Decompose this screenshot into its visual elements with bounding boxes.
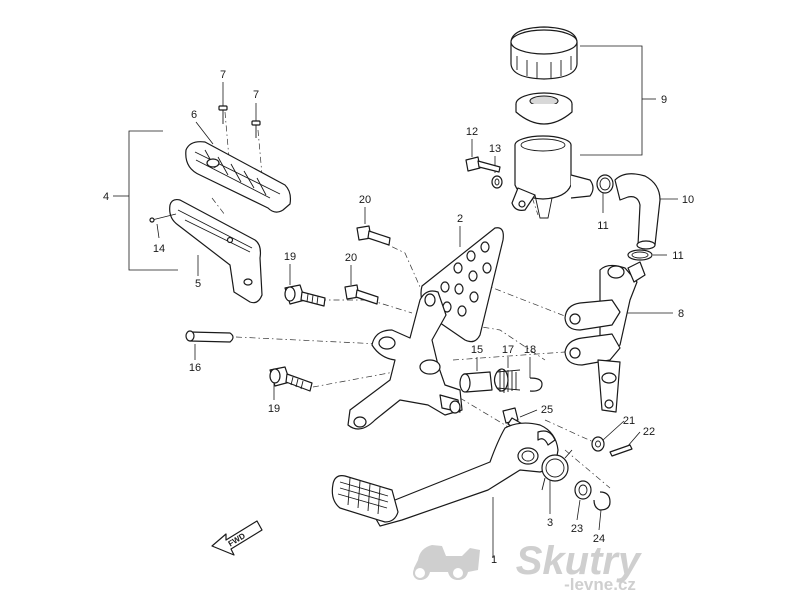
watermark-brand: Skutry: [516, 539, 642, 583]
collar-15: [459, 371, 493, 393]
heel-plate-holes: [440, 241, 492, 317]
hose-clamp-11b: [627, 249, 653, 261]
callout-11a: 11: [597, 220, 608, 232]
callout-21: 21: [623, 415, 635, 427]
callout-11b: 11: [672, 250, 683, 262]
callout-17: 17: [502, 344, 514, 356]
footrest-bracket: [149, 198, 263, 304]
callout-1: 1: [491, 554, 497, 566]
spring-17: [493, 368, 521, 393]
bolt-19a: [284, 284, 326, 307]
footrest-rubber: [185, 141, 292, 213]
callout-13: 13: [489, 143, 501, 155]
watermark-domain: -levne.cz: [564, 575, 636, 594]
callout-14: 14: [153, 243, 165, 255]
washer-23: [574, 480, 592, 500]
circlip-24: [593, 491, 611, 511]
callout-7b: 7: [253, 89, 259, 101]
callout-16: 16: [189, 362, 201, 374]
callout-23: 23: [571, 523, 583, 535]
callout-25: 25: [541, 404, 553, 416]
callout-20a: 20: [359, 194, 371, 206]
reservoir-body: [511, 135, 594, 219]
washer-21: [591, 436, 605, 452]
callout-7a: 7: [220, 69, 226, 81]
brake-pedal: [331, 422, 559, 527]
bolt-19b: [269, 366, 313, 392]
callout-19b: 19: [268, 403, 280, 415]
screw-7a: [218, 105, 228, 124]
screw-7b: [251, 120, 261, 138]
callout-19a: 19: [284, 251, 296, 263]
callout-4: 4: [103, 191, 109, 203]
master-cylinder: [564, 261, 646, 413]
callout-6: 6: [191, 109, 197, 121]
washer-13: [491, 175, 503, 189]
callout-10: 10: [682, 194, 694, 206]
callout-9: 9: [661, 94, 667, 106]
hose-clamp-11a: [596, 174, 614, 194]
callout-22: 22: [643, 426, 655, 438]
cotter-pin-22: [609, 444, 633, 457]
return-spring-3: [541, 449, 573, 491]
callout-18: 18: [524, 344, 536, 356]
callout-2: 2: [457, 213, 463, 225]
reservoir-hose: [614, 173, 661, 250]
footpeg-bracket: [347, 290, 463, 430]
bolt-20a: [356, 225, 391, 246]
watermark: Skutry -levne.cz: [413, 539, 642, 594]
callout-3: 3: [547, 517, 553, 529]
bolt-20b: [344, 284, 379, 305]
fwd-arrow: FWD: [211, 520, 263, 556]
bolt-12: [465, 156, 501, 173]
callout-5: 5: [195, 278, 201, 290]
clip-18: [529, 377, 543, 392]
scooter-icon: [413, 545, 480, 580]
callout-24: 24: [593, 533, 605, 545]
pin-16: [185, 330, 234, 343]
callout-8: 8: [678, 308, 684, 320]
callout-labels: 1 2 3 4 5 6 7 7 8 9 10 11 11 12 13 14 15…: [103, 69, 694, 566]
reservoir-cap: [510, 26, 578, 80]
callout-12: 12: [466, 126, 478, 138]
callout-20b: 20: [345, 252, 357, 264]
reservoir-diaphragm: [515, 92, 573, 125]
callout-15: 15: [471, 344, 483, 356]
